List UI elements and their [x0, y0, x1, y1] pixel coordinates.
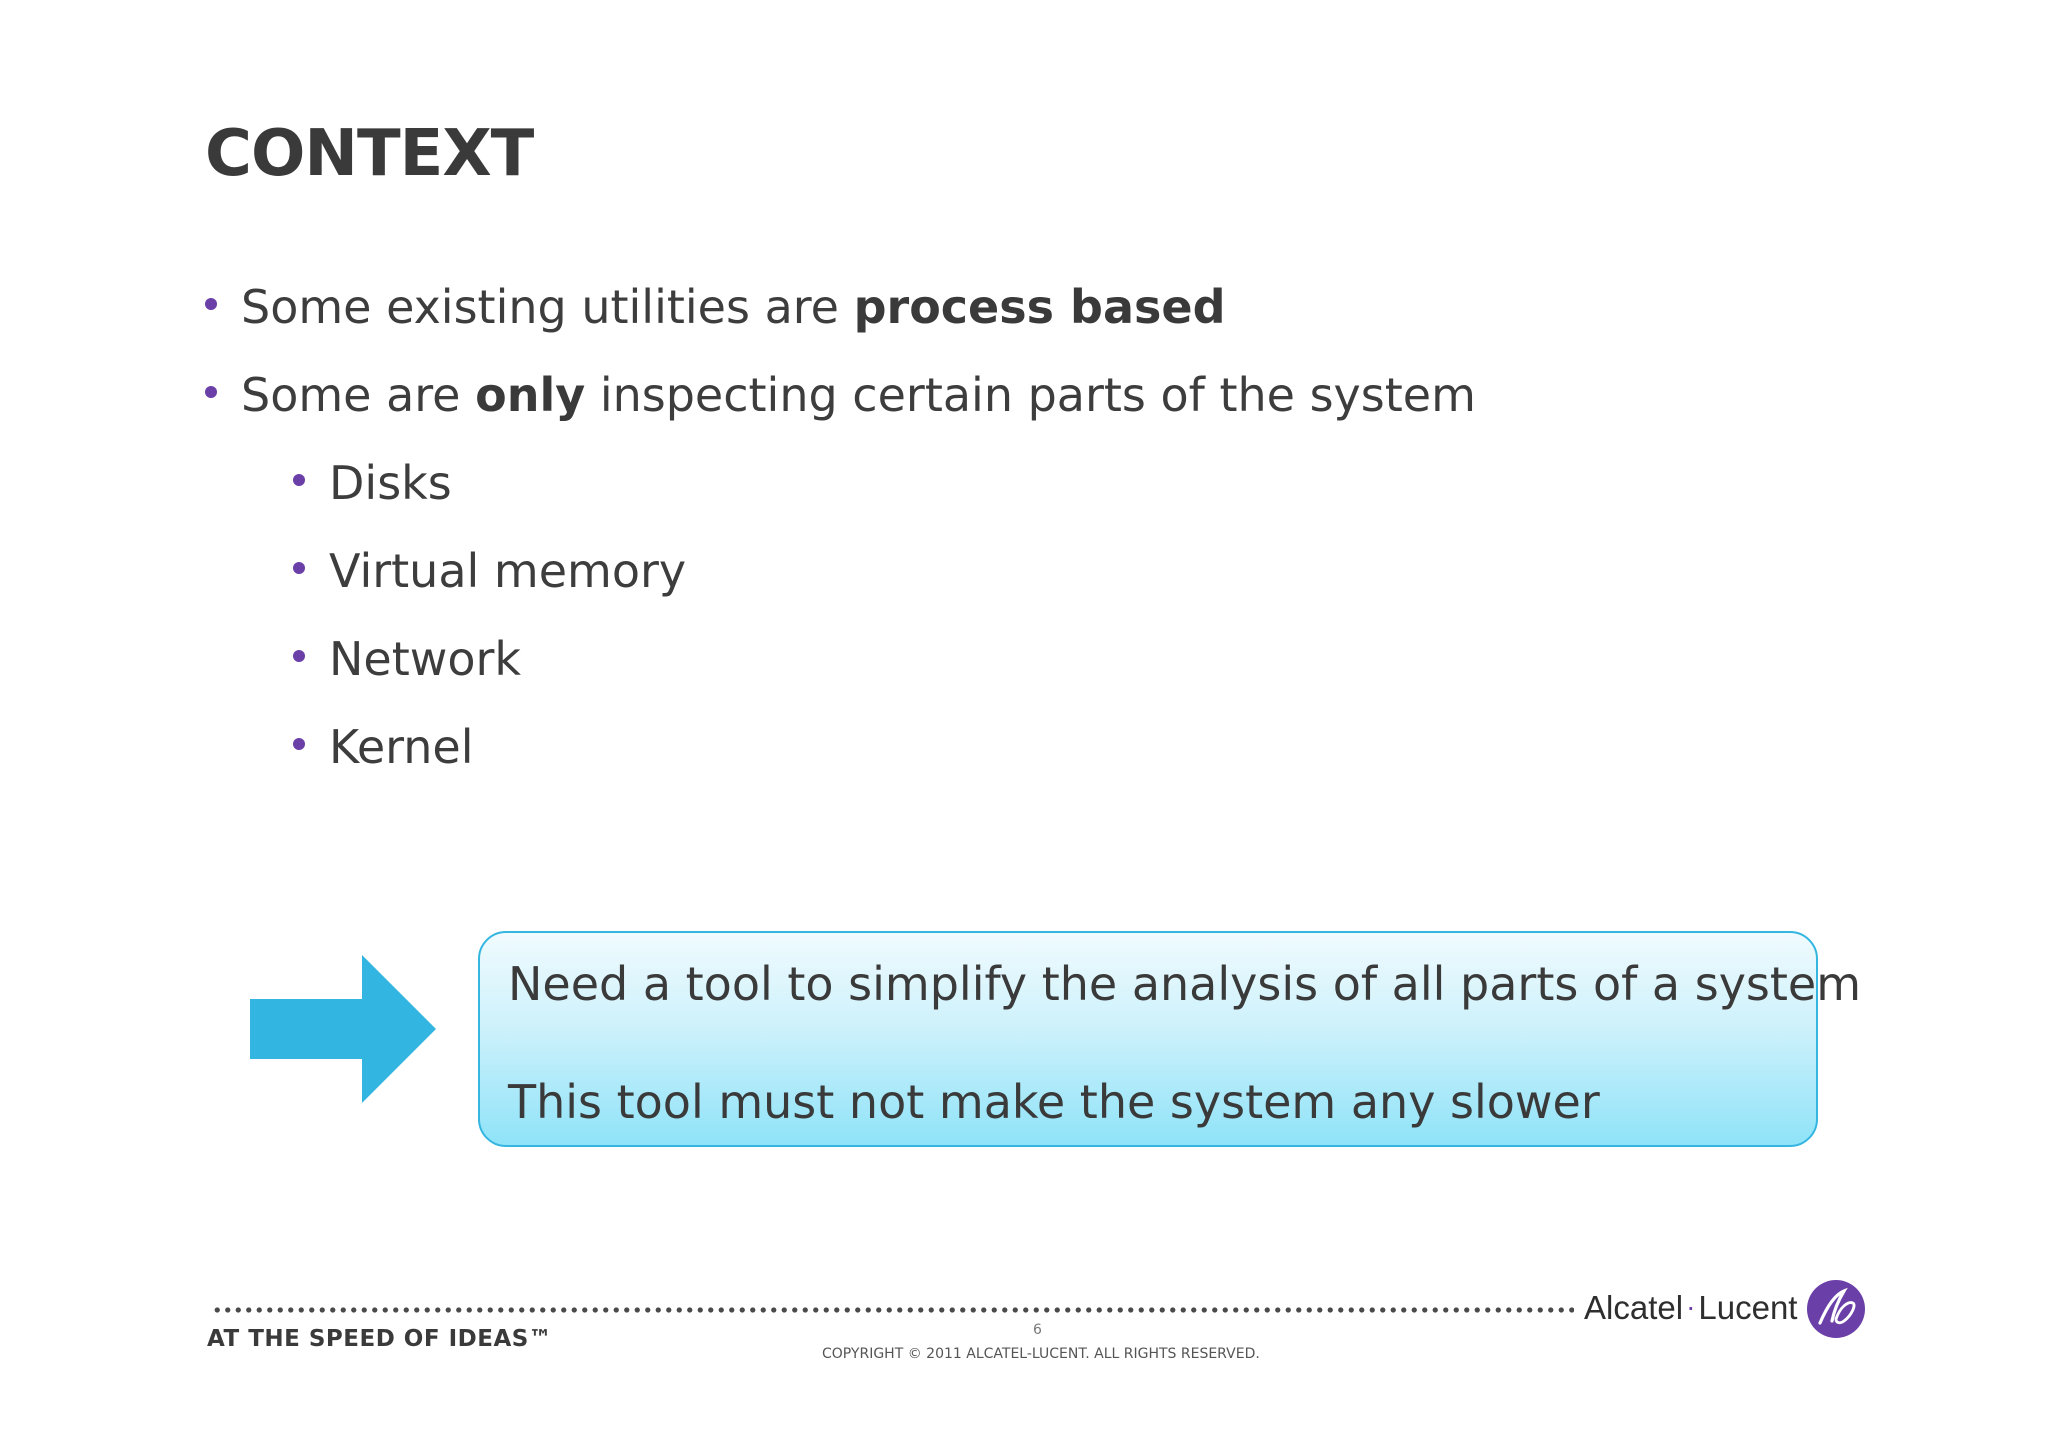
bullet-text-part: Some are — [241, 368, 476, 422]
copyright-notice: COPYRIGHT © 2011 ALCATEL-LUCENT. ALL RIG… — [822, 1346, 1260, 1362]
slide-title: CONTEXT — [205, 117, 534, 191]
bullet-text-part: Network — [329, 632, 522, 686]
brand-wordmark: Alcatel·Lucent — [1584, 1289, 1797, 1327]
right-arrow-icon — [250, 955, 436, 1103]
bullet-text: Some existing utilities are process base… — [241, 284, 1226, 330]
callout-line-not-slower: This tool must not make the system any s… — [508, 1075, 1600, 1129]
bullet-dot-icon — [293, 474, 305, 486]
bullet-dot-icon — [205, 386, 217, 398]
bullet-dot-icon — [293, 738, 305, 750]
bullet-emphasis: only — [475, 368, 586, 422]
bullet-text-part: inspecting certain parts of the system — [585, 368, 1476, 422]
bullet-text-part: Virtual memory — [329, 544, 687, 598]
footer-dotted-rule — [212, 1306, 1574, 1314]
bullet-emphasis: process based — [853, 280, 1226, 334]
bullet-text: Disks — [329, 460, 452, 506]
alcatel-lucent-logo-icon — [1807, 1280, 1865, 1338]
bullet-dot-icon — [205, 298, 217, 310]
brand-name-right: Lucent — [1698, 1289, 1798, 1326]
page-number: 6 — [1033, 1322, 1042, 1338]
bullet-text: Network — [329, 636, 521, 682]
bullet-text-part: Disks — [329, 456, 452, 510]
bullet-dot-icon — [293, 562, 305, 574]
brand-name-left: Alcatel — [1584, 1289, 1684, 1326]
callout-line-need-tool: Need a tool to simplify the analysis of … — [508, 957, 1862, 1011]
bullet-text: Some are only inspecting certain parts o… — [241, 372, 1476, 418]
bullet-text-part: Some existing utilities are — [241, 280, 854, 334]
brand-separator: · — [1686, 1291, 1696, 1322]
bullet-text-part: Kernel — [329, 720, 474, 774]
bullet-text: Virtual memory — [329, 548, 686, 594]
footer-tagline: AT THE SPEED OF IDEAS™ — [207, 1326, 553, 1352]
conclusion-callout: Need a tool to simplify the analysis of … — [478, 931, 1861, 1147]
bullet-text: Kernel — [329, 724, 474, 770]
bullet-dot-icon — [293, 650, 305, 662]
